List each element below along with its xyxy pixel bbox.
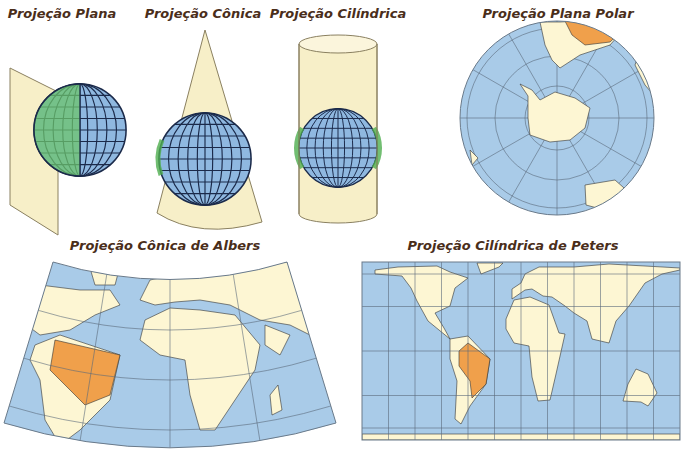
cone-projection [157,30,262,229]
projection-title: Projeção Plana Polar [482,6,633,22]
projection-title: Projeção Plana [8,6,116,22]
peters-map [362,262,680,440]
plane-projection [10,68,126,235]
polar-map [457,18,660,218]
projection-title: Projeção Cônica [145,6,261,22]
cylinder-projection [296,35,379,223]
projection-title: Projeção Cilíndrica [270,6,407,22]
projection-title: Projeção Cônica de Albers [70,238,260,254]
projection-title: Projeção Cilíndrica de Peters [408,238,619,254]
